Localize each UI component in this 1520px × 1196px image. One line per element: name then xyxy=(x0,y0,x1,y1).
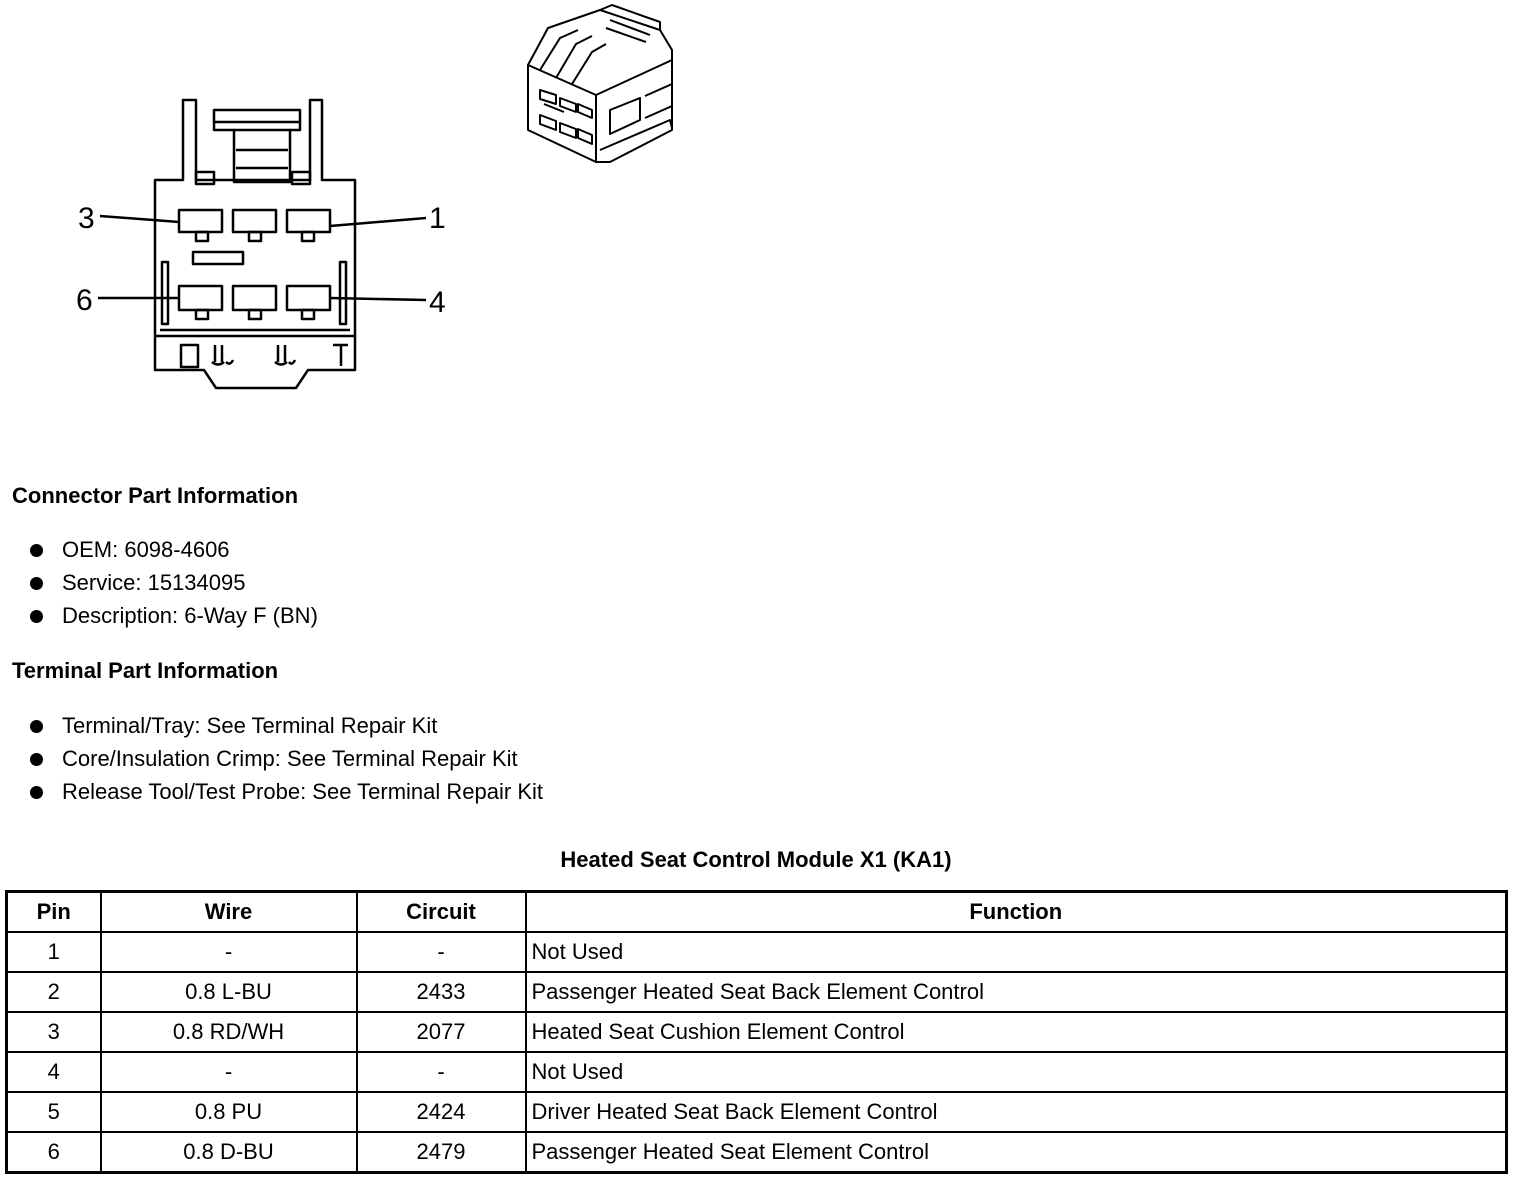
cell-pin: 4 xyxy=(5,1051,102,1093)
cell-wire: 0.8 D-BU xyxy=(99,1131,358,1174)
cell-circuit: 2479 xyxy=(355,1131,527,1174)
table-row: 6 0.8 D-BU 2479 Passenger Heated Seat El… xyxy=(5,1131,1508,1174)
table-row: 3 0.8 RD/WH 2077 Heated Seat Cushion Ele… xyxy=(5,1011,1508,1053)
cell-wire: 0.8 PU xyxy=(99,1091,358,1133)
cell-function: Passenger Heated Seat Element Control xyxy=(524,1131,1508,1174)
column-header-circuit: Circuit xyxy=(355,890,527,933)
cell-pin: 5 xyxy=(5,1091,102,1133)
connector-face-diagram: 3 1 6 4 xyxy=(76,98,446,390)
cell-function: Driver Heated Seat Back Element Control xyxy=(524,1091,1508,1133)
pin-label-3: 3 xyxy=(78,202,95,235)
cell-circuit: 2433 xyxy=(355,971,527,1013)
connector-part-list: OEM: 6098-4606 Service: 15134095 Descrip… xyxy=(28,533,318,632)
list-item: Release Tool/Test Probe: See Terminal Re… xyxy=(28,775,543,808)
pin-label-4: 4 xyxy=(429,286,446,319)
cell-function: Passenger Heated Seat Back Element Contr… xyxy=(524,971,1508,1013)
list-item: Description: 6-Way F (BN) xyxy=(28,599,318,632)
cell-circuit: 2077 xyxy=(355,1011,527,1053)
cell-function: Not Used xyxy=(524,931,1508,973)
cell-wire: - xyxy=(99,1051,358,1093)
table-title: Heated Seat Control Module X1 (KA1) xyxy=(560,847,952,872)
list-item: Service: 15134095 xyxy=(28,566,318,599)
table-row: 4 - - Not Used xyxy=(5,1051,1508,1093)
connector-isometric-illustration xyxy=(527,4,673,163)
cell-circuit: - xyxy=(355,1051,527,1093)
list-item: OEM: 6098-4606 xyxy=(28,533,318,566)
cell-function: Heated Seat Cushion Element Control xyxy=(524,1011,1508,1053)
column-header-wire: Wire xyxy=(99,890,358,933)
table-header-row: Pin Wire Circuit Function xyxy=(5,890,1508,933)
terminal-part-heading: Terminal Part Information xyxy=(12,658,279,683)
table-row: 1 - - Not Used xyxy=(5,931,1508,973)
connector-part-heading: Connector Part Information xyxy=(12,483,299,508)
cell-wire: 0.8 RD/WH xyxy=(99,1011,358,1053)
cell-pin: 3 xyxy=(5,1011,102,1053)
terminal-part-list: Terminal/Tray: See Terminal Repair Kit C… xyxy=(28,709,543,808)
cell-circuit: 2424 xyxy=(355,1091,527,1133)
cell-pin: 6 xyxy=(5,1131,102,1174)
cell-pin: 1 xyxy=(5,931,102,973)
table-row: 5 0.8 PU 2424 Driver Heated Seat Back El… xyxy=(5,1091,1508,1133)
list-item: Terminal/Tray: See Terminal Repair Kit xyxy=(28,709,543,742)
cell-wire: 0.8 L-BU xyxy=(99,971,358,1013)
table-row: 2 0.8 L-BU 2433 Passenger Heated Seat Ba… xyxy=(5,971,1508,1013)
column-header-function: Function xyxy=(524,890,1508,933)
cell-circuit: - xyxy=(355,931,527,973)
list-item: Core/Insulation Crimp: See Terminal Repa… xyxy=(28,742,543,775)
cell-pin: 2 xyxy=(5,971,102,1013)
pin-label-1: 1 xyxy=(429,202,446,235)
cell-wire: - xyxy=(99,931,358,973)
pinout-table: Pin Wire Circuit Function 1 - - Not Used… xyxy=(5,890,1508,1174)
pin-label-6: 6 xyxy=(76,284,93,317)
column-header-pin: Pin xyxy=(5,890,102,933)
cell-function: Not Used xyxy=(524,1051,1508,1093)
